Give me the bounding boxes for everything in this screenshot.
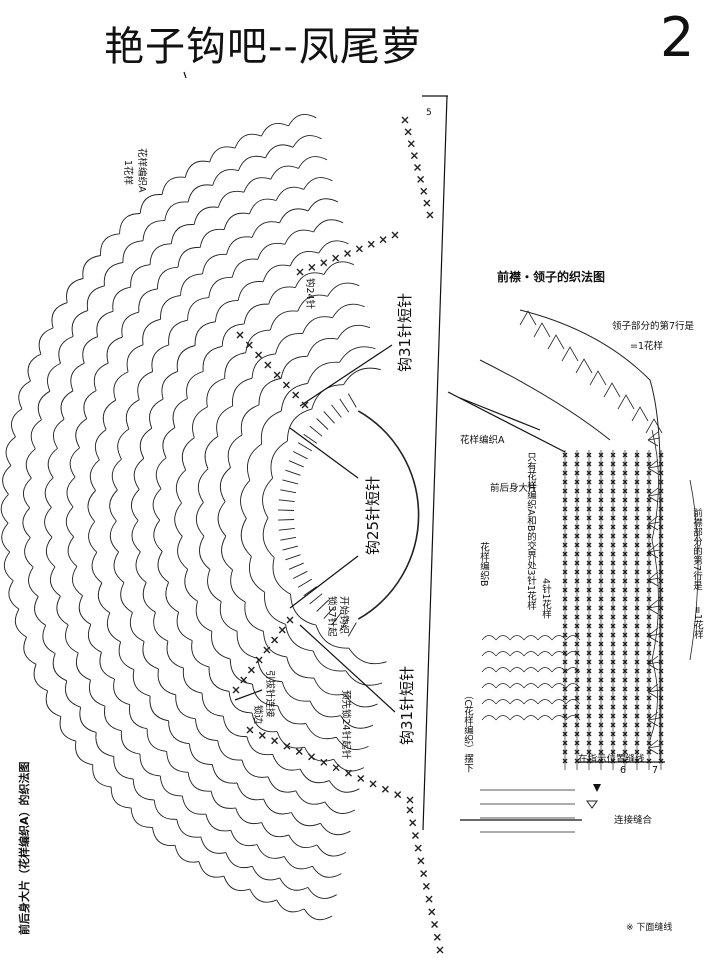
pattern-a-right-label: 花样编织A bbox=[460, 435, 505, 446]
intersection-note: 只有花样编织A和B的交界处3针1花样 bbox=[525, 452, 536, 611]
col-6-label: 6 bbox=[620, 765, 627, 776]
start-label-2: 锁37针起 bbox=[326, 596, 337, 637]
short-row-middle-label: 钩25针短针 bbox=[364, 475, 382, 555]
page-number: 2 bbox=[660, 6, 695, 69]
left-diagram-caption: 前后身大片（花样编织A）的织法图 bbox=[18, 761, 31, 935]
sew-line-label: 在指示位置缝线 bbox=[578, 754, 645, 765]
page-title: 艳子钩吧--凤尾萝 bbox=[104, 24, 422, 70]
body-label: 前后身大片 bbox=[490, 483, 538, 494]
chain-count-top: 5 bbox=[426, 108, 432, 118]
slip-stitch-label-1: 引拔针连接 bbox=[264, 670, 275, 718]
collar-note-unit: =1花样 bbox=[630, 341, 664, 352]
right-diagram-title: 前襟・领子的织法图 bbox=[497, 270, 606, 284]
footnote: ※ 下面缝线 bbox=[626, 923, 673, 933]
leader-lines bbox=[183, 71, 665, 831]
pattern-repeat-label: 1花样 bbox=[122, 160, 133, 186]
short-row-top-label: 钩31针短针 bbox=[396, 292, 414, 372]
row-24-label: 钩24针 bbox=[304, 278, 315, 310]
short-row-bottom-label: 钩31针短针 bbox=[398, 665, 416, 745]
pattern-b-label: 花样编织B bbox=[478, 542, 489, 587]
front-note: 前襟部分的第7行是 bbox=[691, 508, 702, 591]
slip-stitch-label-2: 锁边 bbox=[252, 705, 263, 725]
collar-note: 领子部分的第7行是 bbox=[612, 321, 695, 332]
left-fan-chart bbox=[0, 114, 444, 954]
pre-chain-label: 预先锁24针起针 bbox=[340, 690, 351, 760]
right-collar-chart bbox=[479, 309, 699, 833]
four-stitch-note: 4针1花样 bbox=[540, 578, 551, 619]
pattern-a-label: 花样编织A bbox=[136, 148, 147, 193]
start-label-1: 开始钩织 bbox=[338, 596, 349, 635]
col-7-label: 7 bbox=[652, 765, 659, 776]
front-note-unit: =1花样 bbox=[692, 606, 703, 640]
hem-label: （C花样编织）摆下 bbox=[462, 690, 473, 773]
join-label: 连接缝合 bbox=[614, 815, 653, 826]
